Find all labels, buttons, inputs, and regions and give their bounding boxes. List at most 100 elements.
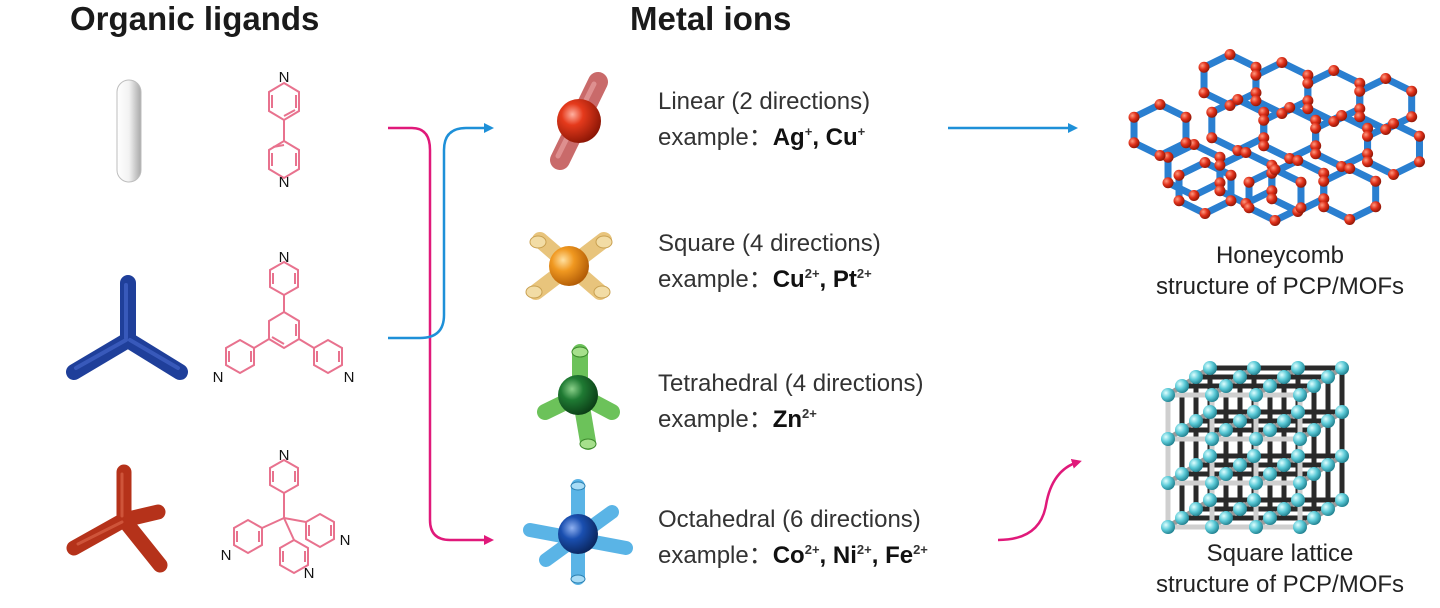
bipy-n-top: N bbox=[279, 69, 290, 86]
honeycomb-node bbox=[1310, 140, 1322, 152]
honeycomb-node bbox=[1250, 69, 1262, 81]
lattice-node bbox=[1293, 476, 1307, 490]
lattice-node bbox=[1249, 432, 1263, 446]
lattice-node bbox=[1175, 467, 1189, 481]
tetrapyridylmethane-structure bbox=[233, 458, 335, 575]
honeycomb-node bbox=[1214, 177, 1226, 189]
example-label: example： bbox=[658, 405, 773, 433]
honeycomb-node bbox=[1199, 208, 1211, 219]
honeycomb-node bbox=[1302, 103, 1314, 115]
tetrahedral-geometry-text: Tetrahedral (4 directions) example：Zn2+ bbox=[658, 370, 923, 433]
honeycomb-node bbox=[1250, 95, 1262, 107]
honeycomb-node bbox=[1292, 155, 1304, 166]
honeycomb-ring bbox=[1252, 59, 1312, 117]
linear-example: example：Ag+, Cu+ bbox=[658, 123, 866, 151]
honeycomb-ring bbox=[1312, 112, 1372, 170]
honeycomb-node bbox=[1224, 100, 1236, 111]
lattice-node bbox=[1233, 414, 1247, 428]
honeycomb-node bbox=[1154, 99, 1166, 110]
lattice-node bbox=[1249, 388, 1263, 402]
tetrahedral-ligand-rod bbox=[66, 464, 168, 573]
lattice-node bbox=[1203, 449, 1217, 463]
tpb-n-left: N bbox=[213, 369, 224, 386]
lattice-node bbox=[1203, 493, 1217, 507]
tpm-n-left: N bbox=[221, 547, 232, 564]
lattice-node bbox=[1203, 405, 1217, 419]
lattice-node bbox=[1247, 493, 1261, 507]
ion-ni-charge: 2+ bbox=[856, 541, 872, 557]
lattice-node bbox=[1277, 414, 1291, 428]
honeycomb-node bbox=[1295, 202, 1307, 214]
honeycomb-node bbox=[1354, 85, 1366, 97]
square-lattice-caption-line2: structure of PCP/MOFs bbox=[1155, 571, 1405, 599]
honeycomb-ring bbox=[1304, 67, 1364, 125]
honeycomb-node bbox=[1258, 132, 1270, 144]
lattice-node bbox=[1219, 511, 1233, 525]
honeycomb-node bbox=[1413, 156, 1425, 168]
lattice-node bbox=[1307, 379, 1321, 393]
linear-geometry-name: Linear (2 directions) bbox=[658, 88, 871, 115]
square-lattice-structure bbox=[1161, 361, 1349, 534]
example-label: example： bbox=[658, 541, 773, 569]
lattice-node bbox=[1291, 405, 1305, 419]
honeycomb-ring bbox=[1260, 104, 1320, 162]
honeycomb-node bbox=[1318, 167, 1330, 179]
ion-co: Co bbox=[772, 541, 805, 569]
tpb-n-top: N bbox=[279, 249, 290, 266]
octahedral-geometry-name: Octahedral (6 directions) bbox=[658, 506, 921, 533]
honeycomb-node bbox=[1370, 175, 1382, 187]
bipyridine-structure bbox=[268, 81, 300, 180]
honeycomb-node bbox=[1224, 49, 1236, 60]
lattice-node bbox=[1189, 370, 1203, 384]
honeycomb-node bbox=[1225, 195, 1237, 207]
octahedral-metal-model bbox=[523, 479, 633, 585]
square-geometry-name: Square (4 directions) bbox=[658, 230, 881, 257]
lattice-node bbox=[1321, 458, 1335, 472]
tpm-n-bottom: N bbox=[304, 565, 315, 582]
honeycomb-node bbox=[1380, 73, 1392, 84]
honeycomb-ring bbox=[1208, 96, 1268, 154]
lattice-node bbox=[1263, 511, 1277, 525]
honeycomb-node bbox=[1188, 190, 1200, 201]
lattice-node bbox=[1335, 405, 1349, 419]
lattice-node bbox=[1263, 379, 1277, 393]
honeycomb-node bbox=[1214, 185, 1226, 197]
tpm-n-top: N bbox=[279, 447, 290, 464]
honeycomb-node bbox=[1243, 202, 1255, 214]
lattice-node bbox=[1189, 458, 1203, 472]
lattice-node bbox=[1293, 520, 1307, 534]
lattice-node bbox=[1249, 520, 1263, 534]
honeycomb-node bbox=[1328, 65, 1340, 76]
lattice-node bbox=[1321, 370, 1335, 384]
honeycomb-caption-line2: structure of PCP/MOFs bbox=[1155, 273, 1405, 301]
ion-fe-charge: 2+ bbox=[913, 541, 928, 557]
lattice-node bbox=[1203, 361, 1217, 375]
square-metal-model bbox=[525, 232, 613, 300]
octahedral-geometry-text: Octahedral (6 directions) example：Co2+, … bbox=[658, 506, 928, 569]
lattice-node bbox=[1335, 493, 1349, 507]
linear-ligand-rod bbox=[116, 79, 142, 183]
lattice-node bbox=[1293, 388, 1307, 402]
honeycomb-ring bbox=[1200, 51, 1260, 109]
honeycomb-node bbox=[1206, 132, 1218, 144]
lattice-node bbox=[1189, 502, 1203, 516]
lattice-node bbox=[1233, 370, 1247, 384]
example-label: example： bbox=[658, 123, 773, 151]
honeycomb-node bbox=[1206, 106, 1218, 118]
honeycomb-node bbox=[1214, 151, 1226, 163]
lattice-node bbox=[1277, 458, 1291, 472]
honeycomb-node bbox=[1266, 185, 1278, 197]
tpm-n-right: N bbox=[340, 532, 351, 549]
bipy-n-bottom: N bbox=[279, 174, 290, 191]
honeycomb-node bbox=[1362, 148, 1374, 160]
honeycomb-node bbox=[1388, 169, 1399, 180]
lattice-node bbox=[1189, 414, 1203, 428]
tripyridylbenzene-structure bbox=[225, 260, 343, 375]
metal-ions-heading: Metal ions bbox=[630, 0, 792, 37]
tetrahedral-example: example：Zn2+ bbox=[658, 406, 923, 434]
ion-cu2: Cu bbox=[772, 265, 805, 293]
lattice-node bbox=[1263, 467, 1277, 481]
honeycomb-structure bbox=[1128, 49, 1425, 226]
honeycomb-ring bbox=[1130, 101, 1190, 159]
